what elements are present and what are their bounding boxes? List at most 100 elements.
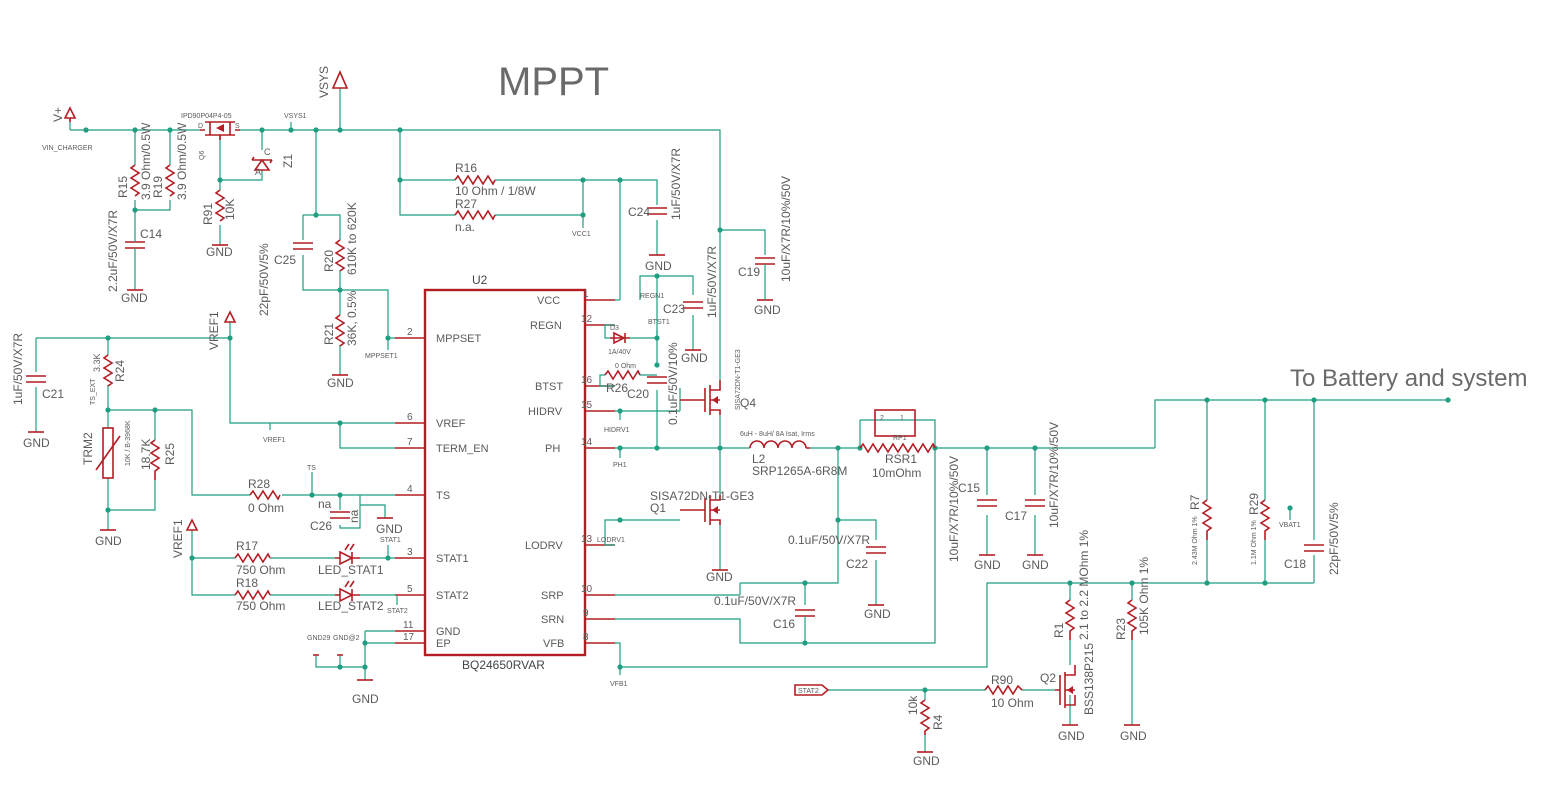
svg-text:R26: R26	[606, 381, 628, 395]
svg-text:R29: R29	[1247, 493, 1261, 515]
svg-text:VREF1: VREF1	[171, 519, 185, 558]
svg-text:D: D	[198, 123, 203, 130]
svg-text:TS_EXT: TS_EXT	[90, 378, 97, 405]
svg-text:SRP1265A-6R8M: SRP1265A-6R8M	[752, 464, 847, 478]
pin-btst: BTST	[535, 381, 563, 393]
svg-text:GND: GND	[913, 754, 940, 768]
svg-text:BTST1: BTST1	[648, 319, 670, 326]
wires	[35, 88, 1448, 752]
svg-text:STAT2: STAT2	[798, 688, 819, 695]
svg-text:36K, 0.5%: 36K, 0.5%	[345, 290, 359, 346]
svg-text:LED_STAT1: LED_STAT1	[318, 563, 384, 577]
svg-text:REGN1: REGN1	[640, 293, 664, 300]
svg-text:LODRV1: LODRV1	[597, 537, 625, 544]
svg-text:Q1: Q1	[650, 501, 666, 515]
svg-text:L2: L2	[752, 452, 766, 466]
pin-ep: EP	[436, 638, 451, 650]
svg-text:1uF/50V/X7R: 1uF/50V/X7R	[705, 246, 719, 318]
pin-srn: SRN	[541, 614, 564, 626]
svg-text:R23: R23	[1114, 618, 1128, 640]
svg-text:R7: R7	[1188, 494, 1202, 510]
svg-text:GND: GND	[681, 351, 708, 365]
vsys-symbol: VSYS VSYS1	[284, 66, 349, 120]
r90: R90 10 Ohm	[984, 673, 1034, 710]
svg-text:na: na	[347, 509, 361, 523]
svg-text:2: 2	[880, 415, 884, 422]
pin-regn: REGN	[530, 320, 562, 332]
svg-text:15: 15	[581, 400, 593, 411]
pin-ph: PH	[545, 443, 560, 455]
svg-text:8: 8	[583, 632, 589, 643]
svg-text:C19: C19	[738, 265, 760, 279]
svg-text:C14: C14	[140, 227, 162, 241]
svg-text:R91: R91	[201, 203, 215, 225]
q2-mosfet: Q2 BSS138P215	[1040, 643, 1096, 715]
svg-text:GND: GND	[206, 245, 233, 259]
r4: R4 10k	[906, 695, 945, 735]
c16: C16 0.1uF/50V/X7R	[714, 594, 815, 631]
svg-text:PH1: PH1	[613, 462, 627, 469]
rsr1-shunt: 2 1 RP1 RSR1 10mOhm	[859, 409, 936, 480]
r17: R17 750 Ohm	[234, 539, 285, 577]
svg-text:GND: GND	[1022, 558, 1049, 572]
c19: C19 10uF/X7R/10%/50V	[738, 176, 793, 300]
svg-text:C20: C20	[627, 387, 649, 401]
svg-text:C22: C22	[846, 557, 868, 571]
c21: C21 1uF/50V/X7R	[11, 333, 64, 405]
svg-text:R15: R15	[116, 176, 130, 198]
led-stat1: LED_STAT1 STAT1	[318, 537, 401, 577]
svg-text:C18: C18	[1284, 557, 1306, 571]
svg-text:3.9 Ohm/0.5W: 3.9 Ohm/0.5W	[175, 122, 189, 200]
svg-text:GND: GND	[754, 303, 781, 317]
svg-text:C: C	[264, 147, 271, 157]
led-stat2: LED_STAT2 STAT2	[318, 580, 408, 615]
c22: C22 0.1uF/50V/X7R	[788, 533, 886, 571]
r26: R26 0 Ohm	[604, 363, 641, 395]
svg-text:C21: C21	[42, 387, 64, 401]
r23: R23 105K Ohm 1%	[1114, 557, 1151, 640]
svg-text:VCC1: VCC1	[572, 231, 591, 238]
svg-text:1.1M Ohm 1%: 1.1M Ohm 1%	[1251, 520, 1258, 565]
svg-text:V+: V+	[51, 107, 65, 122]
vplus-symbol: V+ VIN_CHARGER	[42, 106, 93, 152]
svg-text:C15: C15	[958, 481, 980, 495]
svg-text:GND: GND	[376, 522, 403, 536]
svg-text:11: 11	[403, 620, 414, 631]
r7: R7 2.43M Ohm 1%	[1188, 494, 1213, 565]
svg-text:C24: C24	[628, 205, 650, 219]
svg-text:LED_STAT2: LED_STAT2	[318, 599, 384, 613]
svg-text:C17: C17	[1005, 509, 1027, 523]
pin-lodrv: LODRV	[525, 540, 563, 552]
svg-text:2.1 to 2.2 MOhm 1%: 2.1 to 2.2 MOhm 1%	[1077, 530, 1091, 640]
svg-text:0 Ohm: 0 Ohm	[248, 501, 284, 515]
svg-text:GND@2: GND@2	[333, 635, 360, 642]
svg-text:10k: 10k	[906, 695, 920, 715]
svg-text:Z1: Z1	[281, 154, 295, 168]
svg-text:0.1uF/50V/X7R: 0.1uF/50V/X7R	[714, 594, 796, 608]
svg-text:1: 1	[583, 289, 589, 300]
svg-text:0.1uF/50V/10%: 0.1uF/50V/10%	[666, 342, 680, 425]
schematic-title: MPPT	[498, 60, 609, 104]
svg-text:RP1: RP1	[893, 435, 907, 442]
pin-vcc: VCC	[537, 295, 560, 307]
svg-text:1uF/50V/X7R: 1uF/50V/X7R	[669, 148, 683, 220]
svg-text:3.3K: 3.3K	[92, 353, 102, 372]
svg-text:0.1uF/50V/X7R: 0.1uF/50V/X7R	[788, 533, 870, 547]
pin-hidrv: HIDRV	[528, 406, 563, 418]
svg-text:GND: GND	[1120, 729, 1147, 743]
svg-text:R90: R90	[991, 673, 1013, 687]
output-label: To Battery and system	[1290, 365, 1527, 392]
svg-text:9: 9	[583, 608, 589, 619]
svg-text:STAT2: STAT2	[387, 608, 408, 615]
r15: R15 3.9 Ohm/0.5W	[116, 122, 153, 200]
pin-stat2: STAT2	[436, 590, 469, 602]
svg-text:Q4: Q4	[740, 396, 756, 410]
pin-gnd: GND	[436, 626, 461, 638]
q1-mosfet: SISA72DN-T1-GE3 Q1	[650, 489, 754, 525]
net-labels: VCC1 REGN1 BTST1 HIDRV1 PH1 LODRV1 MPPSE…	[263, 231, 670, 688]
svg-text:GND: GND	[327, 376, 354, 390]
c20: C20 0.1uF/50V/10%	[627, 342, 680, 425]
svg-text:12: 12	[581, 314, 593, 325]
pin-term-en: TERM_EN	[436, 443, 489, 455]
